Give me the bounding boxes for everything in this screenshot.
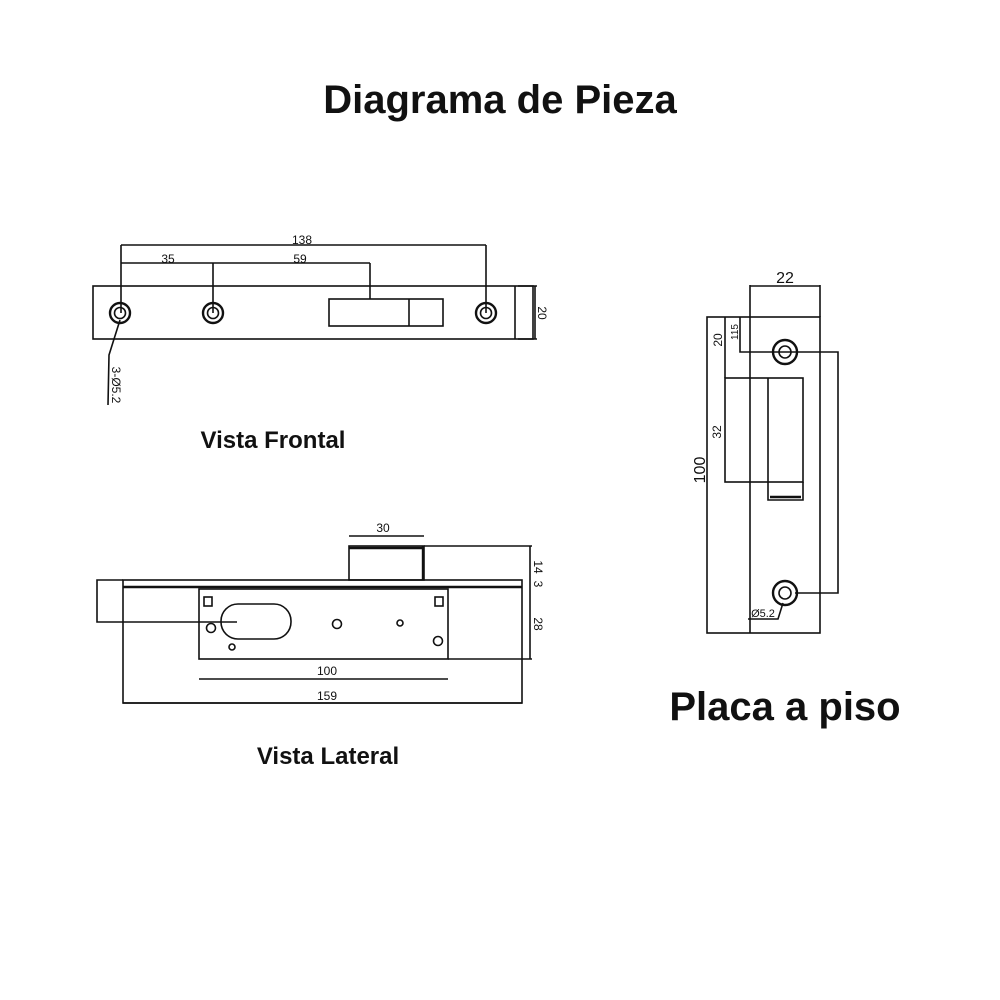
dim-holes: 3-Ø5.2	[109, 367, 123, 404]
dim-top-offset: 20	[711, 333, 725, 347]
dim-plate: 3	[531, 581, 545, 588]
front-view-caption: Vista Frontal	[201, 427, 346, 454]
floor-plate-caption: Placa a piso	[669, 685, 900, 729]
mounting-hole	[771, 579, 799, 607]
page-title: Diagrama de Pieza	[323, 78, 677, 122]
side-view-caption: Vista Lateral	[257, 743, 399, 770]
dim-inner-length: 100	[317, 664, 337, 678]
dim-height-20: 20	[535, 306, 549, 320]
front-view-drawing	[92, 244, 537, 406]
dim-plate-width: 22	[776, 270, 794, 287]
slot	[220, 603, 292, 640]
dim-overall-138: 138	[292, 233, 312, 247]
side-view-drawing	[96, 535, 532, 704]
floor-plate-drawing	[706, 285, 839, 634]
dim-top-width: 30	[376, 521, 390, 535]
dim-overall-length: 159	[317, 689, 337, 703]
dim-slot: 32	[710, 425, 724, 439]
dim-hole-offset: 115	[730, 324, 741, 340]
dim-body-height: 28	[531, 617, 545, 631]
dim-plate-length: 100	[692, 457, 709, 484]
dim-35: 35	[161, 252, 175, 266]
dim-top-height: 14	[531, 560, 545, 574]
dim-59: 59	[293, 252, 307, 266]
latch-opening	[328, 298, 444, 327]
dim-hole: Ø5.2	[751, 608, 775, 620]
mounting-hole	[108, 301, 132, 325]
